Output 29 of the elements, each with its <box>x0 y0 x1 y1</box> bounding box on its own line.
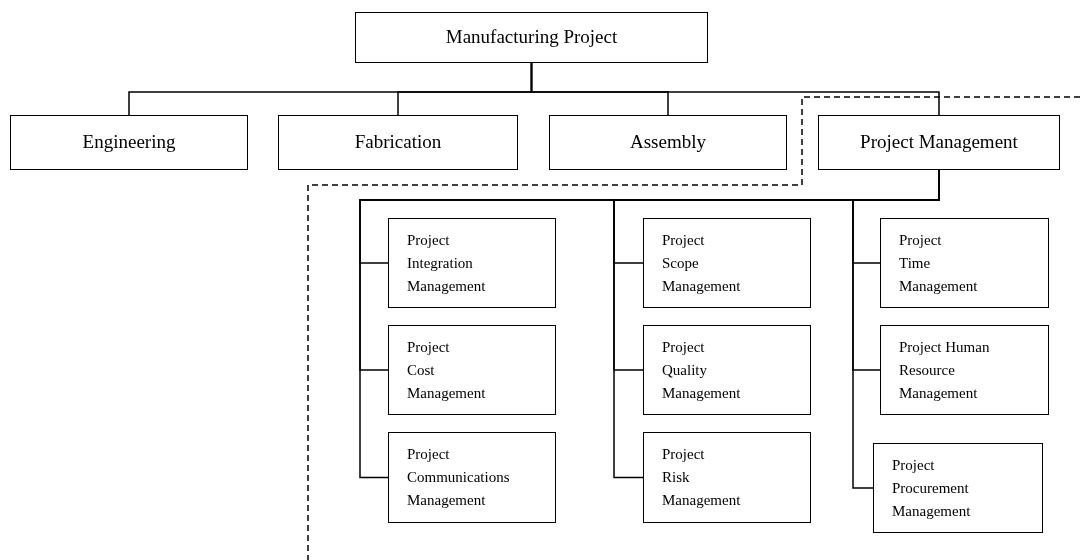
process-box <box>880 325 1049 415</box>
box-label: Engineering <box>82 130 176 155</box>
box-label: Project Integration Management <box>407 230 487 296</box>
process-box <box>880 218 1049 308</box>
box-label: Project Quality Management <box>662 337 742 403</box>
box-label: Project Cost Management <box>407 337 487 403</box>
process-box <box>388 218 556 308</box>
box-label: Project Time Management <box>899 230 979 296</box>
process-box <box>388 325 556 415</box>
box-label: Project Risk Management <box>662 445 742 510</box>
box-label: Project Procurement Management <box>892 455 972 521</box>
process-box <box>643 432 811 523</box>
department-box <box>278 115 518 170</box>
connector-line <box>530 62 940 116</box>
box-label: Manufacturing Project <box>445 25 618 50</box>
department-box <box>355 12 708 63</box>
box-label: Project Scope Management <box>662 230 742 296</box>
department-box <box>549 115 787 170</box>
department-box <box>10 115 248 170</box>
process-box <box>873 443 1043 533</box>
box-label: Assembly <box>630 130 706 155</box>
box-label: Project Management <box>860 130 1018 155</box>
department-box <box>818 115 1060 170</box>
box-label: Fabrication <box>354 130 442 155</box>
process-box <box>643 325 811 415</box>
process-box <box>388 432 556 523</box>
process-box <box>643 218 811 308</box>
box-label: Project Communications Management <box>407 445 511 510</box>
box-label: Project Human Resource Management <box>899 337 991 403</box>
